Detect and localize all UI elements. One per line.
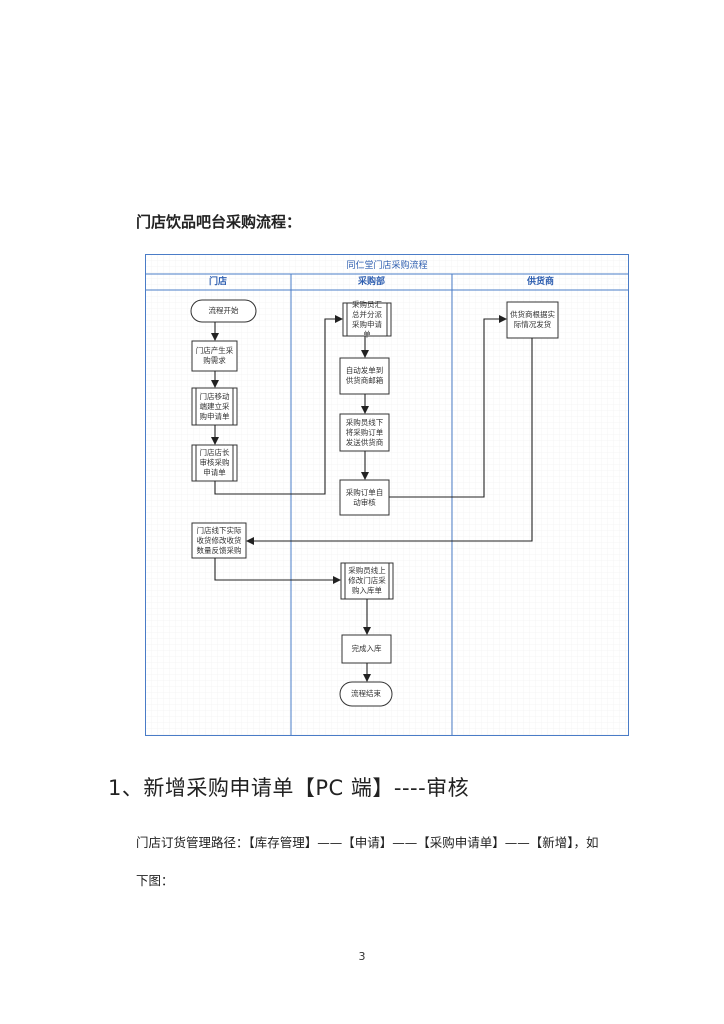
node-inbound-shape <box>340 562 394 600</box>
node-need-shape <box>191 340 238 372</box>
edge-approve-summary <box>214 315 343 495</box>
body-paragraph-line-1: 门店订货管理路径：【库存管理】——【申请】——【采购申请单】——【新增】，如 <box>136 835 599 850</box>
node-offline: 采购员线下将采购订单发送供货商 <box>345 417 384 447</box>
lane-header-supplier: 供货商 <box>526 277 554 287</box>
section-heading: 门店饮品吧台采购流程： <box>136 213 302 231</box>
node-create: 门店移动端建立采购申请单 <box>199 391 230 421</box>
node-supplier: 供货商根据实际情况发货 <box>510 310 555 329</box>
node-create-shape <box>191 387 238 426</box>
node-need: 门店产生采购需求 <box>195 346 234 365</box>
node-start-shape <box>190 299 257 323</box>
node-end-shape <box>339 681 393 707</box>
node-email: 自动发单到供货商邮箱 <box>345 366 384 385</box>
lane-header-store: 门店 <box>208 277 227 287</box>
node-autoapprove: 采购订单自动审核 <box>345 487 384 507</box>
node-complete-shape <box>341 634 392 664</box>
node-start: 流程开始 <box>208 306 239 315</box>
node-receive: 门店线下实际收货修改收货数量反馈采购 <box>196 525 242 555</box>
page-number: 3 <box>358 950 366 963</box>
doc-heading: 1、新增采购申请单【PC 端】----审核 <box>108 776 470 800</box>
node-receive-shape <box>191 522 247 559</box>
node-complete: 完成入库 <box>351 644 382 653</box>
node-end: 流程结束 <box>351 689 381 698</box>
edge-supplier-receive <box>246 338 533 545</box>
node-supplier-shape <box>506 301 559 339</box>
edge-receive-inbound <box>214 558 341 584</box>
node-inbound: 采购员线上修改门店采购入库单 <box>348 566 386 595</box>
body-paragraph-line-2: 下图： <box>136 873 174 888</box>
node-summary-shape <box>342 302 392 337</box>
flowchart-diagram: 同仁堂门店采购流程 门店 采购部 供货商 流程开始 门店产生采购需求 门店移动端… <box>145 254 629 736</box>
node-approve: 门店店长审核采购申请单 <box>199 448 230 477</box>
edge-autoapprove-supplier <box>389 315 507 498</box>
node-summary: 采购员汇总并分派采购申请单 <box>352 299 382 339</box>
flowchart-title: 同仁堂门店采购流程 <box>346 261 428 271</box>
flowchart-svg <box>145 254 629 736</box>
lane-header-purchasing: 采购部 <box>357 277 385 287</box>
node-offline-shape <box>339 413 390 452</box>
